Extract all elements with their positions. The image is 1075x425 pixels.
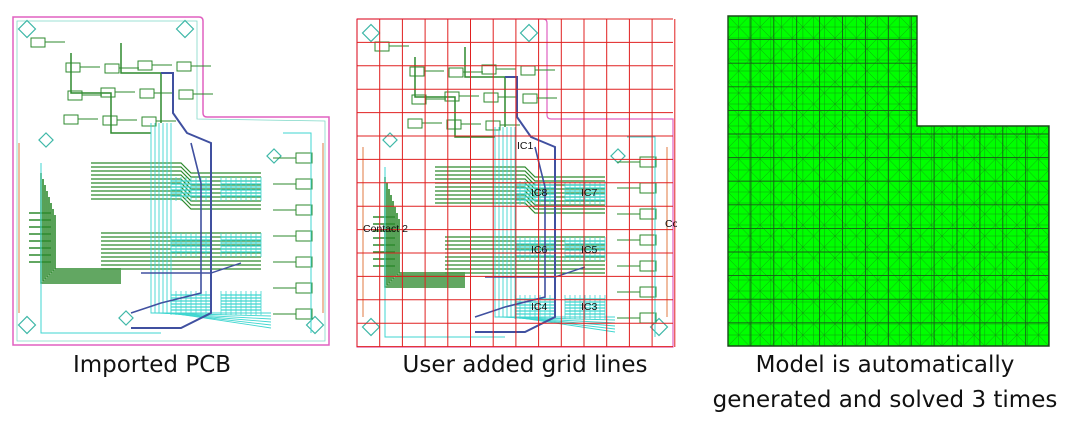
label-ic7: IC7 — [581, 187, 598, 199]
caption-imported-pcb: Imported PCB — [72, 352, 232, 378]
label-ic3: IC3 — [581, 301, 598, 313]
label-co: Co — [665, 218, 677, 230]
caption-model: Model is automatically generated and sol… — [700, 348, 1070, 418]
label-ic6: IC6 — [531, 244, 548, 256]
component-labels: IC1 IC8 IC7 IC6 IC5 IC4 IC3 Contact 2 Co — [363, 140, 679, 313]
label-ic4: IC4 — [531, 301, 548, 313]
mesh-drawing — [727, 15, 1050, 347]
mesh-boundary — [727, 15, 1050, 347]
label-contact-2: Contact 2 — [363, 223, 408, 235]
triangle-mesh — [728, 16, 1049, 346]
label-ic5: IC5 — [581, 244, 598, 256]
caption-model-line1: Model is automatically — [755, 352, 1015, 378]
caption-user-grid: User added grid lines — [402, 352, 648, 378]
board-outline — [12, 16, 330, 346]
pcb-traces — [18, 37, 324, 334]
mesh-model-panel — [725, 14, 1053, 348]
label-ic8: IC8 — [531, 187, 548, 199]
gridded-pcb-panel: IC1 IC8 IC7 IC6 IC5 IC4 IC3 Contact 2 Co — [355, 17, 679, 350]
user-grid-lines — [356, 18, 676, 348]
pcb-grid-drawing: IC1 IC8 IC7 IC6 IC5 IC4 IC3 Contact 2 Co — [356, 18, 679, 348]
pcb-traces — [362, 41, 668, 338]
board-inner-outline — [16, 20, 326, 342]
pcb-drawing — [12, 16, 330, 346]
label-ic1: IC1 — [517, 140, 534, 152]
imported-pcb-panel — [11, 13, 333, 349]
caption-model-line2: generated and solved 3 times — [712, 387, 1058, 413]
